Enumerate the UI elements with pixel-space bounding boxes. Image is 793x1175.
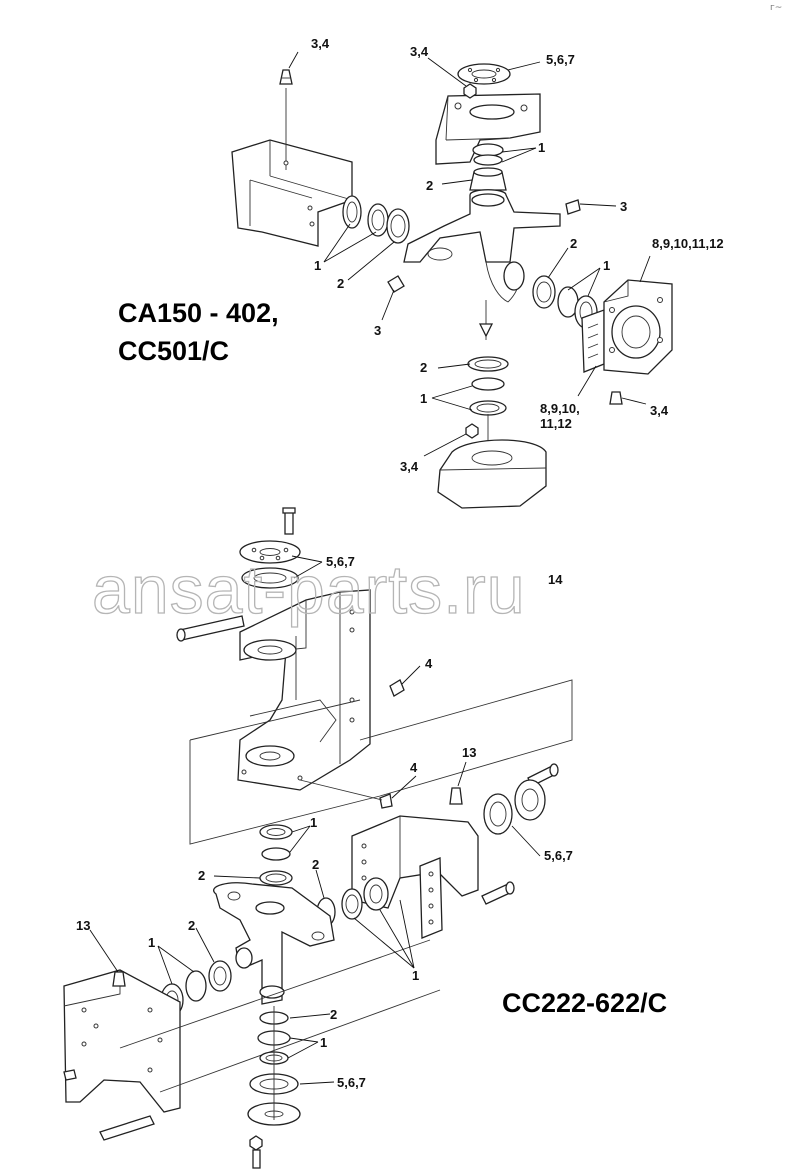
top-label-k: 8,9,10,11,12 xyxy=(652,236,724,251)
reference-plane-edge xyxy=(189,699,361,741)
bottom-label-n: 2 xyxy=(330,1007,337,1022)
grease-fitting-upper xyxy=(389,679,405,697)
top-label-g: 1 xyxy=(314,258,321,273)
pivot-arm xyxy=(213,882,335,1005)
flange-nut xyxy=(463,83,477,99)
fitting-axis-line xyxy=(299,779,383,801)
watermark-text: ansat-parts.ru xyxy=(92,552,526,628)
left-bearing-set xyxy=(342,195,410,244)
top-assembly-drawing: 3,4 3,4 5,6,7 1 2 3 1 2 2 1 8,9,10,11,12… xyxy=(118,36,724,509)
top-label-a: 3,4 xyxy=(311,36,330,51)
top-leader-lines xyxy=(288,51,651,457)
side-bolt-right-middle xyxy=(481,881,515,905)
bottom-label-d: 4 xyxy=(410,760,418,775)
top-label-b: 3,4 xyxy=(410,44,429,59)
shim-strip xyxy=(581,309,605,373)
side-bolt-left xyxy=(176,615,245,642)
grease-nipple-top-left xyxy=(279,69,293,85)
bottom-label-k: 13 xyxy=(76,918,90,933)
top-bolt xyxy=(282,507,296,535)
bottom-label-m: 2 xyxy=(188,918,195,933)
bottom-top-flange xyxy=(239,540,301,589)
lower-bracket xyxy=(437,439,547,509)
grease-nipple-left xyxy=(387,275,405,293)
lower-bearing-stack xyxy=(467,356,509,448)
center-horizontal-bearings xyxy=(316,877,389,927)
middle-bearing-stack xyxy=(259,824,293,886)
nut-lower-left xyxy=(63,1069,77,1081)
lower-nut xyxy=(465,423,479,439)
top-model-line1: CA150 - 402, xyxy=(118,298,279,328)
right-seal-set xyxy=(483,779,546,835)
corner-mark: г~ xyxy=(770,3,782,13)
bottom-bolt xyxy=(249,1135,263,1169)
bottom-label-l: 1 xyxy=(148,935,155,950)
top-label-c: 5,6,7 xyxy=(546,52,575,67)
bottom-label-f: 1 xyxy=(310,815,317,830)
bottom-label-h: 2 xyxy=(312,857,319,872)
bottom-label-c: 4 xyxy=(425,656,433,671)
reference-plane xyxy=(189,679,573,845)
grease-nipple-plate xyxy=(609,391,623,405)
upper-bracket xyxy=(435,93,541,165)
top-label-j: 1 xyxy=(603,258,610,273)
top-label-o: 8,9,10, xyxy=(540,401,580,416)
bolt-lower-left xyxy=(99,1115,155,1141)
top-label-e: 2 xyxy=(426,178,433,193)
bottom-bearing-stack xyxy=(247,1006,301,1126)
top-label-r: 3,4 xyxy=(400,459,419,474)
top-label-f: 3 xyxy=(620,199,627,214)
top-model-line2: CC501/C xyxy=(118,336,229,366)
top-label-p: 11,12 xyxy=(540,416,572,431)
lower-shim-strip xyxy=(419,857,443,939)
top-label-d: 1 xyxy=(538,140,545,155)
bottom-label-e: 13 xyxy=(462,745,476,760)
top-label-m: 2 xyxy=(420,360,427,375)
bottom-label-i: 5,6,7 xyxy=(544,848,573,863)
top-label-n: 1 xyxy=(420,391,427,406)
tie-line-lower xyxy=(159,989,441,1093)
bottom-label-a: 5,6,7 xyxy=(326,554,355,569)
bottom-label-b: 14 xyxy=(548,572,563,587)
bottom-label-j: 1 xyxy=(412,968,419,983)
bottom-leader-lines xyxy=(89,555,541,1085)
top-flange-plate xyxy=(457,63,511,85)
top-label-i: 2 xyxy=(570,236,577,251)
right-mounting-plate xyxy=(603,279,673,375)
top-label-l: 3 xyxy=(374,323,381,338)
main-bracket xyxy=(237,589,371,791)
grease-nipple-13-left xyxy=(112,971,126,987)
trunnion-body xyxy=(403,189,561,340)
bottom-label-g: 2 xyxy=(198,868,205,883)
upper-bearing-stack xyxy=(469,143,507,191)
bottom-assembly-drawing: 5,6,7 14 4 4 13 1 2 2 5,6,7 1 13 1 2 2 1… xyxy=(63,507,667,1169)
grease-fitting-lower xyxy=(379,793,393,809)
frame-rail xyxy=(231,88,353,247)
bottom-label-p: 5,6,7 xyxy=(337,1075,366,1090)
grease-nipple-13-right xyxy=(449,787,463,805)
tie-line-upper xyxy=(119,939,431,1049)
bottom-label-o: 1 xyxy=(320,1035,327,1050)
top-label-h: 2 xyxy=(337,276,344,291)
grease-nipple-right xyxy=(565,199,581,215)
top-label-q: 3,4 xyxy=(650,403,669,418)
bottom-model-label: CC222-622/C xyxy=(502,988,667,1018)
